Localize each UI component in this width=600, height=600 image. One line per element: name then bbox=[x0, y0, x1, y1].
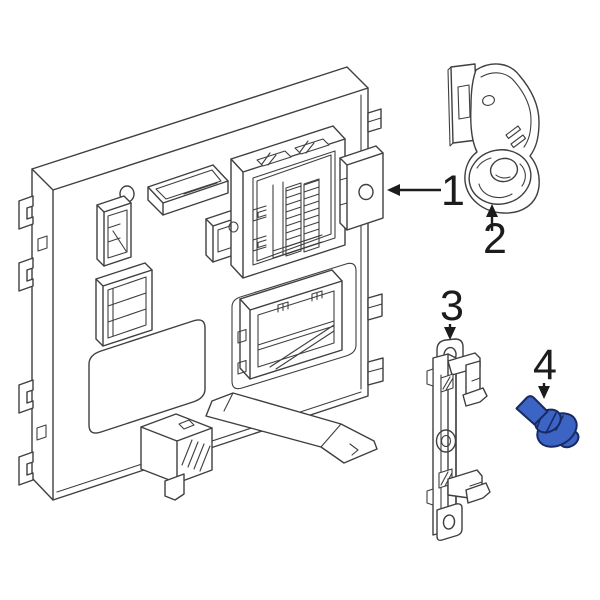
part-1-fuse-box-drawing bbox=[18, 66, 384, 501]
part-4-bolt-drawing bbox=[515, 395, 580, 449]
callout-3-arrowhead bbox=[444, 327, 456, 340]
rail-bottom-foot bbox=[436, 503, 463, 542]
fuse-block-large bbox=[228, 125, 346, 279]
part-2-bracket-drawing bbox=[447, 63, 540, 214]
connector-tray bbox=[147, 164, 229, 216]
fuse-hatch-column-2 bbox=[303, 179, 320, 249]
wedge-arm bbox=[205, 392, 378, 464]
connector-bottom-block bbox=[140, 413, 213, 501]
callout-4-label[interactable]: 4 bbox=[533, 341, 557, 389]
bracket-inner-flange bbox=[480, 72, 532, 148]
blank-cover-panel bbox=[88, 319, 206, 434]
callout-2[interactable]: 2 bbox=[483, 204, 507, 263]
callout-1[interactable]: 1 bbox=[387, 167, 465, 215]
rail-upper-clip bbox=[426, 352, 488, 407]
bolt-shank bbox=[515, 395, 549, 426]
fuse-hatch-column-1 bbox=[285, 185, 302, 255]
fuse-box-right-tabs bbox=[367, 108, 384, 386]
callout-2-arrowhead bbox=[486, 204, 498, 217]
callout-4[interactable]: 4 bbox=[533, 341, 557, 399]
connector-narrow bbox=[96, 195, 132, 267]
callout-3[interactable]: 3 bbox=[440, 282, 464, 340]
callout-1-arrowhead bbox=[387, 184, 400, 196]
callout-1-label[interactable]: 1 bbox=[441, 167, 465, 215]
fuse-box-right-mount-boss bbox=[339, 145, 384, 231]
connector-open-frame bbox=[95, 262, 153, 347]
rail-center-boss bbox=[435, 429, 457, 453]
fuse-box-left-mount-tabs bbox=[18, 195, 48, 486]
part-3-rail-drawing bbox=[426, 338, 491, 542]
bracket-grommet-boss bbox=[468, 149, 532, 205]
connector-main-socket bbox=[231, 262, 357, 390]
callout-3-label[interactable]: 3 bbox=[440, 282, 464, 330]
bracket-body bbox=[464, 63, 540, 214]
bracket-slots bbox=[505, 125, 527, 149]
bracket-small-hole bbox=[482, 95, 495, 106]
callout-4-arrowhead bbox=[538, 386, 550, 399]
bottom-block-hatch bbox=[181, 439, 211, 472]
rail-lower-clip bbox=[426, 468, 491, 506]
callout-2-label[interactable]: 2 bbox=[483, 215, 507, 263]
